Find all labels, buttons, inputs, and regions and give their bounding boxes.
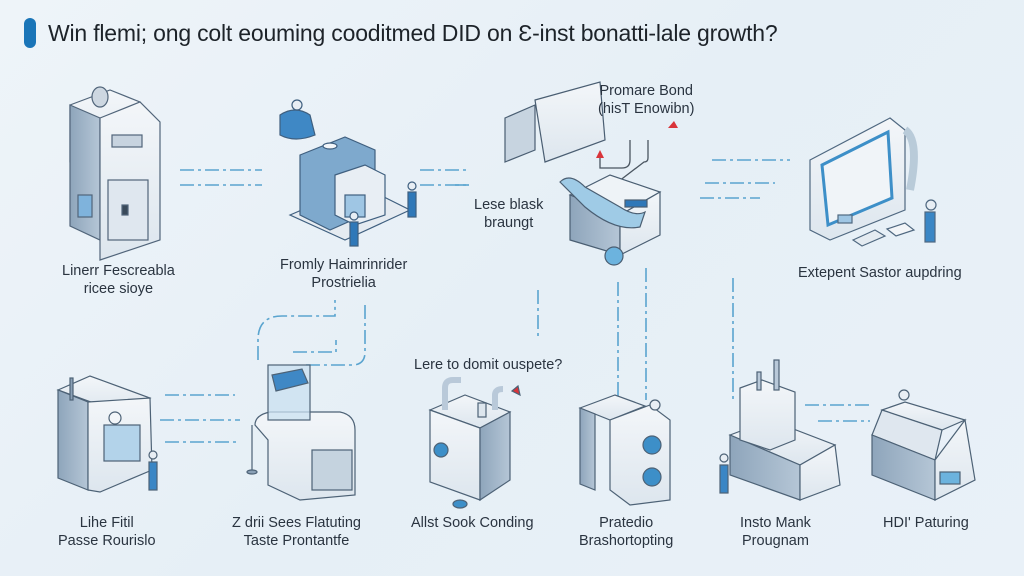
bond-arrows xyxy=(599,140,649,189)
display-terminal-icon xyxy=(809,117,937,247)
connector-lines xyxy=(160,159,872,443)
title-accent-bar xyxy=(24,18,36,48)
connector-loop-right xyxy=(302,305,366,366)
analyzer-unit-icon xyxy=(56,375,158,493)
lab-cabinet-icon xyxy=(69,86,161,261)
node-label-4: Extepent Sastor aupdring xyxy=(798,265,962,281)
pipe-machine-icon xyxy=(428,377,521,509)
washer-unit-icon xyxy=(578,394,671,506)
dispenser-icon xyxy=(246,364,356,501)
question-annotation: Lere to domit ouspete? xyxy=(414,357,563,373)
primary-bond-annotation: Promare Bond (hisT Enowibn) xyxy=(598,83,695,117)
connector-loop-outer xyxy=(257,300,336,360)
scanner-station-icon xyxy=(279,99,417,247)
processing-bin-icon xyxy=(504,81,662,266)
node-label-7: Allst Sook Conding xyxy=(411,515,534,531)
diagram-header: Win flemi; ong colt eouming cooditmed DI… xyxy=(24,18,778,48)
node-label-10: HDI' Paturing xyxy=(883,515,969,531)
workbench-icon xyxy=(719,359,841,501)
scale-device-icon xyxy=(871,389,976,501)
connector-loop-inner xyxy=(293,340,337,353)
diagram-title: Win flemi; ong colt eouming cooditmed DI… xyxy=(48,19,778,46)
